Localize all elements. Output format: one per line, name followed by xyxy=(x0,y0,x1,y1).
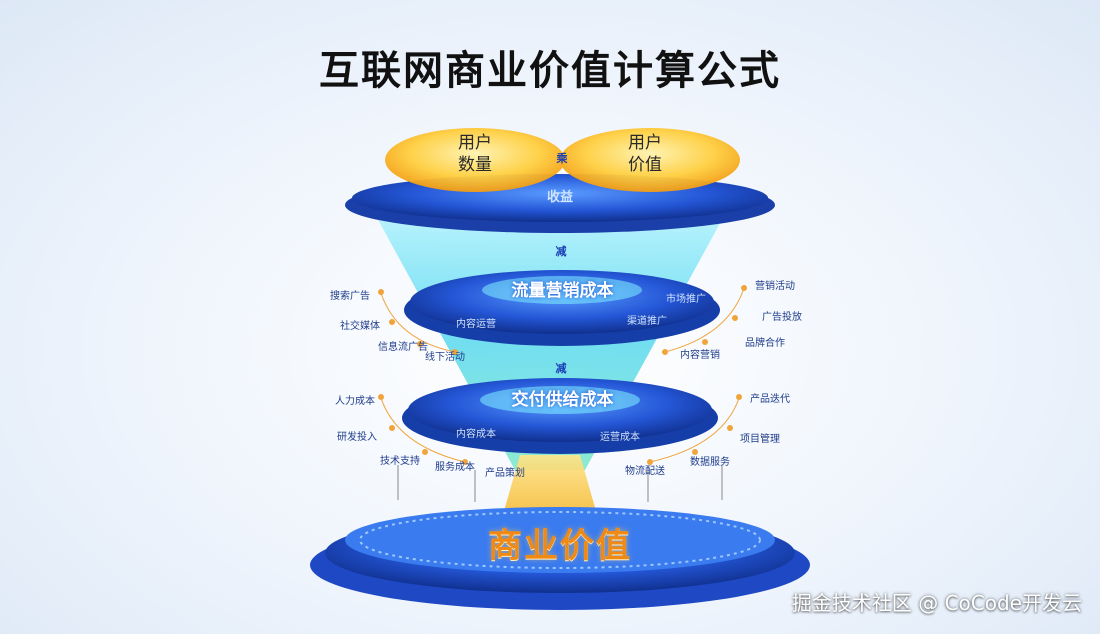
tier1-left-label-4: 线下活动 xyxy=(425,352,465,363)
tier1-disc-glow xyxy=(482,276,642,304)
tier2-inner-left: 内容成本 xyxy=(456,429,496,440)
tier2-right-label-3: 物流配送 xyxy=(625,466,665,477)
bottom-base-top xyxy=(345,507,775,573)
tier1-left-label-3: 信息流广告 xyxy=(378,342,428,353)
tier1-right-label-4: 内容营销 xyxy=(680,350,720,361)
tier1-left-label-1: 搜索广告 xyxy=(330,291,370,302)
user-count-line2: 数量 xyxy=(458,155,492,175)
tier1-inner-left: 内容运营 xyxy=(456,319,496,330)
business-value-label: 商业价值 xyxy=(488,526,632,566)
tier2-right-label-2: 项目管理 xyxy=(740,434,780,445)
tier2-right-label-1: 产品迭代 xyxy=(750,394,790,405)
tier1-inner-right: 渠道推广 xyxy=(627,316,667,327)
user-value-label: 用户 价值 xyxy=(610,132,680,176)
tier1-right-label-5: 市场推广 xyxy=(666,294,706,305)
user-count-line1: 用户 xyxy=(458,133,492,153)
connector-dots xyxy=(378,285,747,465)
tier1-left-label-2: 社交媒体 xyxy=(340,321,380,332)
tier2-left-label-3: 技术支持 xyxy=(380,456,420,467)
bottom-base-ring xyxy=(359,511,761,569)
tier2-left-label-2: 研发投入 xyxy=(337,432,377,443)
tier1-right-arc xyxy=(664,284,746,353)
tier1-right-label-2: 广告投放 xyxy=(762,312,802,323)
user-count-label: 用户 数量 xyxy=(440,132,510,176)
user-value-bubble xyxy=(560,128,740,192)
tier2-disc-glow xyxy=(480,386,640,414)
tier2-right-label-4: 数据服务 xyxy=(690,457,730,468)
user-value-line2: 价值 xyxy=(628,155,662,175)
tier1-label: 流量营销成本 xyxy=(511,281,614,301)
page-title: 互联网商业价值计算公式 xyxy=(319,48,781,94)
multiply-operator: 乘 xyxy=(556,152,568,165)
tier2-left-arc xyxy=(379,394,466,463)
tier2-left-label-1: 人力成本 xyxy=(335,396,375,407)
user-count-bubble xyxy=(385,128,565,192)
minus-operator-1: 减 xyxy=(555,245,567,258)
tier2-left-label-4: 服务成本 xyxy=(435,462,475,473)
tier2-right-arc xyxy=(649,394,741,463)
pin-lines xyxy=(397,465,723,502)
tier2-inner-right: 运营成本 xyxy=(600,432,640,443)
tier1-left-arc xyxy=(379,289,456,353)
user-value-line1: 用户 xyxy=(628,133,662,153)
tier2-left-label-5: 产品策划 xyxy=(485,468,525,479)
tier1-right-label-3: 品牌合作 xyxy=(745,338,785,349)
tier1-right-label-1: 营销活动 xyxy=(755,281,795,292)
revenue-label: 收益 xyxy=(546,190,573,205)
watermark: 掘金技术社区 @ CoCode开发云 xyxy=(791,591,1082,615)
minus-operator-2: 减 xyxy=(555,362,567,375)
tier2-label: 交付供给成本 xyxy=(511,390,614,410)
